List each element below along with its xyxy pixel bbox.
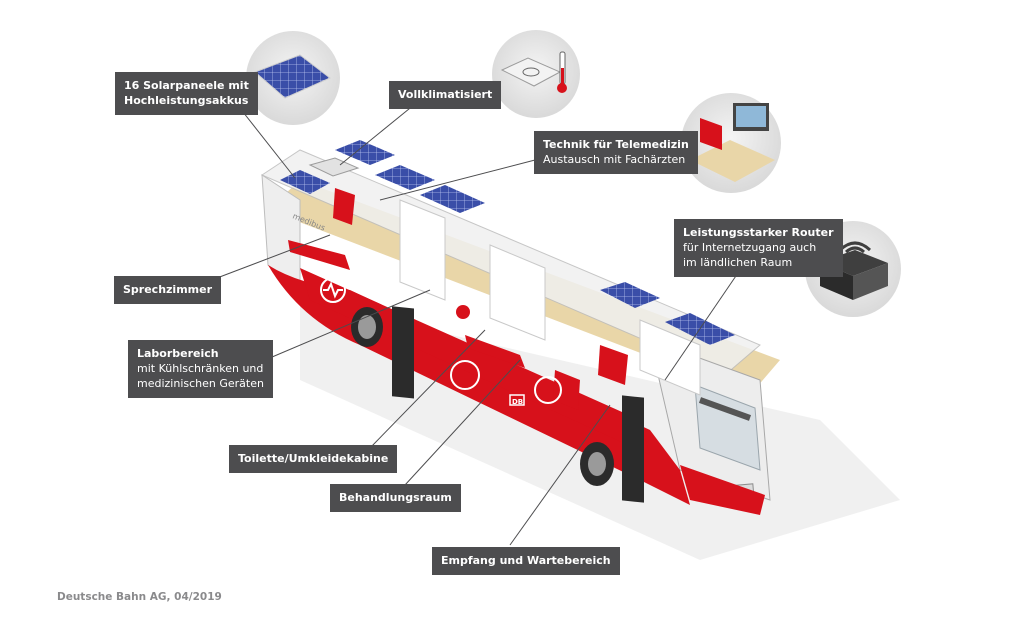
label-router-sub-line2: im ländlichen Raum [683,256,793,269]
waiting-seat-2 [553,370,580,410]
label-router-title: Leistungsstarker Router [683,226,834,239]
label-consultation-title: Sprechzimmer [123,283,213,296]
label-reception: Empfang und Wartebereich [432,547,620,575]
bus-front-door [622,395,644,503]
db-logo-box [509,394,525,406]
climate-detail-circle [492,30,580,118]
bus-rear-wheel [351,307,383,347]
source-credit: Deutsche Bahn AG, 04/2019 [57,591,222,603]
label-reception-title: Empfang und Wartebereich [441,554,611,567]
roof-climate-unit [308,157,360,177]
front-cabinet [639,319,701,396]
label-lab-sub-line2: medizinischen Geräten [137,377,264,390]
label-router-sub: für Internetzugang auch [683,241,817,254]
leader-lines [216,99,741,546]
roof-solar-panels [280,140,735,345]
db-logo-text: DB [512,398,523,406]
bus-front-wheel [580,442,614,486]
label-climate: Vollklimatisiert [389,81,502,109]
bus-rear-door [392,306,414,399]
bus-destination-display [698,397,752,421]
label-consultation-room: Sprechzimmer [114,276,222,304]
label-lab-sub: mit Kühlschränken und [137,362,264,375]
label-toilet: Toilette/Umkleidekabine [229,445,398,473]
bus-side-icons [320,277,562,404]
lab-stool [456,305,470,319]
solar-detail-circle [246,31,340,125]
treatment-bed [465,335,525,368]
label-solar-title: 16 Solarpaneele mit [124,79,249,92]
label-solar-title-line2: Hochleistungsakkus [124,94,249,107]
toilet-cabin [489,244,546,341]
label-treatment-room: Behandlungsraum [330,484,461,512]
label-lab-title: Laborbereich [137,347,219,360]
label-telemedicine: Technik für Telemedizin Austausch mit Fa… [534,131,698,174]
telemed-detail-circle [681,93,781,193]
bus-red-band [300,268,650,455]
lab-cabinet [399,199,446,301]
waiting-seat-1 [598,345,628,385]
label-router: Leistungsstarker Router für Internetzuga… [674,219,843,277]
label-lab-area: Laborbereich mit Kühlschränken und mediz… [128,340,273,398]
bus-red-front [680,465,765,515]
label-telemedicine-title: Technik für Telemedizin [543,138,689,151]
consult-bench [288,240,350,270]
consult-chair [333,188,355,225]
label-treatment-title: Behandlungsraum [339,491,452,504]
label-solar-panels: 16 Solarpaneele mit Hochleistungsakkus [115,72,258,115]
label-toilet-title: Toilette/Umkleidekabine [238,452,389,465]
label-climate-title: Vollklimatisiert [398,88,493,101]
label-telemedicine-sub: Austausch mit Fachärzten [543,153,686,166]
